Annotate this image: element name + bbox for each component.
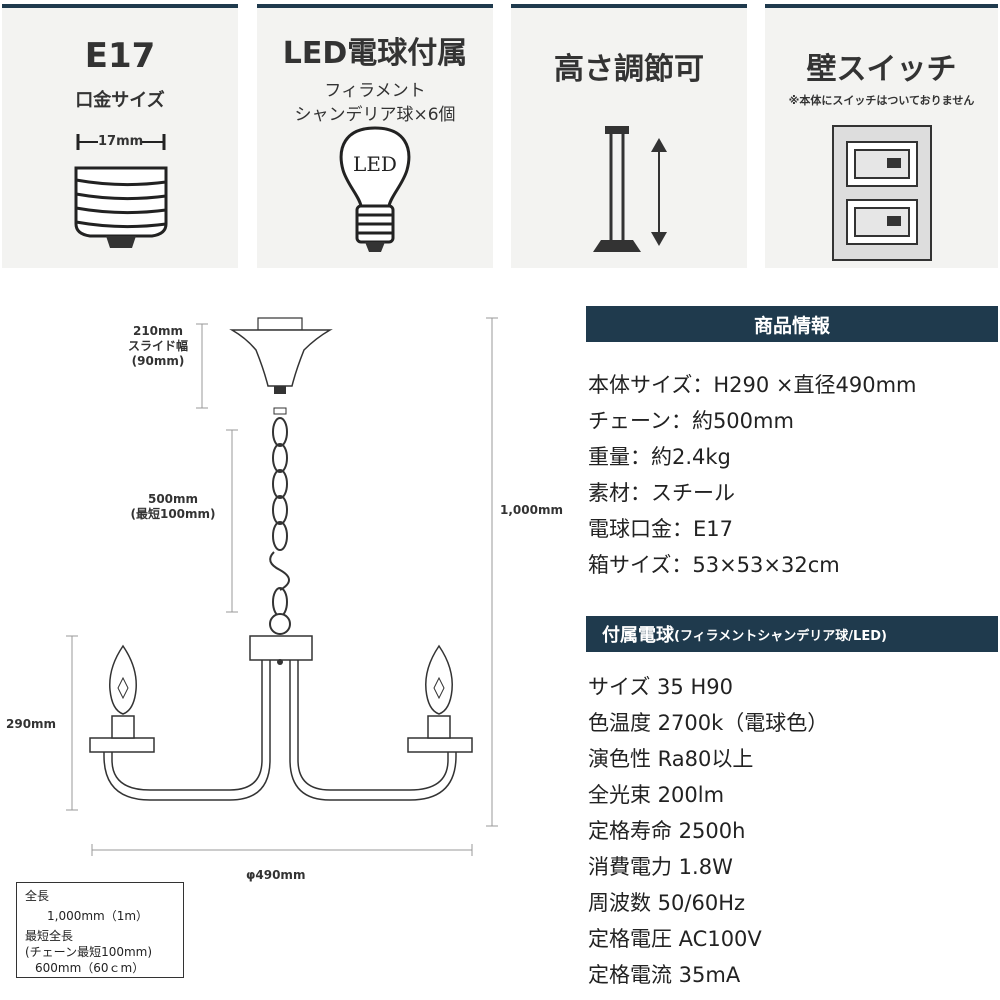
card-subtitle-line2: シャンデリア球×6個: [294, 105, 456, 125]
card-title: 壁スイッチ: [806, 52, 957, 87]
spec-row: 重量：約2.4kg: [588, 445, 731, 469]
spec-row: チェーン：約500mm: [588, 409, 794, 433]
feature-card-led: LED電球付属 フィラメント シャンデリア球×6個 LED: [257, 4, 493, 268]
card-note: ※本体にスイッチはついておりません: [788, 94, 975, 107]
bulb-spec-row: 全光束 200lm: [588, 783, 725, 807]
card-subtitle-line1: フィラメント: [324, 81, 426, 101]
wall-switch-icon: [832, 125, 932, 261]
bulb-led-label: LED: [353, 152, 397, 176]
bulb-spec-row: 色温度 2700k（電球色）: [588, 711, 829, 735]
card-title: LED電球付属: [282, 36, 468, 71]
card-title: 高さ調節可: [554, 52, 704, 87]
bulb-spec-row: 周波数 50/60Hz: [588, 891, 746, 915]
product-info-header: 商品情報: [586, 306, 998, 342]
note-line: 最短全長: [25, 929, 74, 943]
bulb-spec-row: 定格電圧 AC100V: [588, 927, 762, 951]
body-height-label: 290mm: [6, 717, 57, 731]
spec-row: 素材：スチール: [588, 481, 735, 505]
height-adjust-icon: [593, 126, 667, 252]
spec-row: 本体サイズ：H290 ×直径490mm: [588, 373, 917, 397]
bulb-spec-row: 演色性 Ra80以上: [588, 747, 754, 771]
bulb-spec-row: 定格電流 35mA: [588, 963, 741, 987]
feature-card-switch: 壁スイッチ ※本体にスイッチはついておりません: [765, 4, 998, 268]
feature-card-socket: E17 口金サイズ 17mm: [2, 4, 238, 268]
bulb-spec-row: サイズ 35 H90: [588, 675, 733, 699]
diameter-label: φ490mm: [246, 868, 306, 882]
bulb-info-header-main: 付属電球: [602, 625, 674, 646]
chain-dimension-label: 500mm (最短100mm): [130, 492, 216, 521]
socket-icon: [74, 134, 168, 248]
bulb-info-header: 付属電球 (フィラメントシャンデリア球/LED): [586, 616, 998, 652]
chandelier-diagram: [66, 317, 498, 856]
length-note-box: 全長 1,000mm（1m） 最短全長 (チェーン最短100mm) 600mm（…: [16, 882, 184, 978]
note-line: 600mm（60ｃm）: [35, 961, 145, 975]
led-bulb-icon: [339, 126, 411, 252]
total-length-label: 1,000mm: [500, 503, 563, 517]
card-title: E17: [84, 36, 156, 76]
bulb-info-header-sub: (フィラメントシャンデリア球/LED): [674, 628, 887, 644]
ceiling-dimension-label: 210mm スライド幅 (90mm): [127, 324, 188, 368]
spec-row: 電球口金：E17: [588, 517, 733, 541]
note-line: 全長: [25, 889, 50, 903]
bulb-spec-row: 消費電力 1.8W: [588, 855, 733, 879]
spec-row: 箱サイズ：53×53×32cm: [588, 553, 840, 577]
note-line: 1,000mm（1m）: [47, 909, 149, 923]
bulb-spec-row: 定格寿命 2500h: [588, 819, 746, 843]
note-line: (チェーン最短100mm): [25, 945, 153, 959]
socket-measure-label: 17mm: [98, 134, 144, 149]
feature-card-height: 高さ調節可: [511, 4, 747, 268]
card-subtitle: 口金サイズ: [75, 90, 165, 111]
product-info-header-text: 商品情報: [753, 314, 830, 337]
